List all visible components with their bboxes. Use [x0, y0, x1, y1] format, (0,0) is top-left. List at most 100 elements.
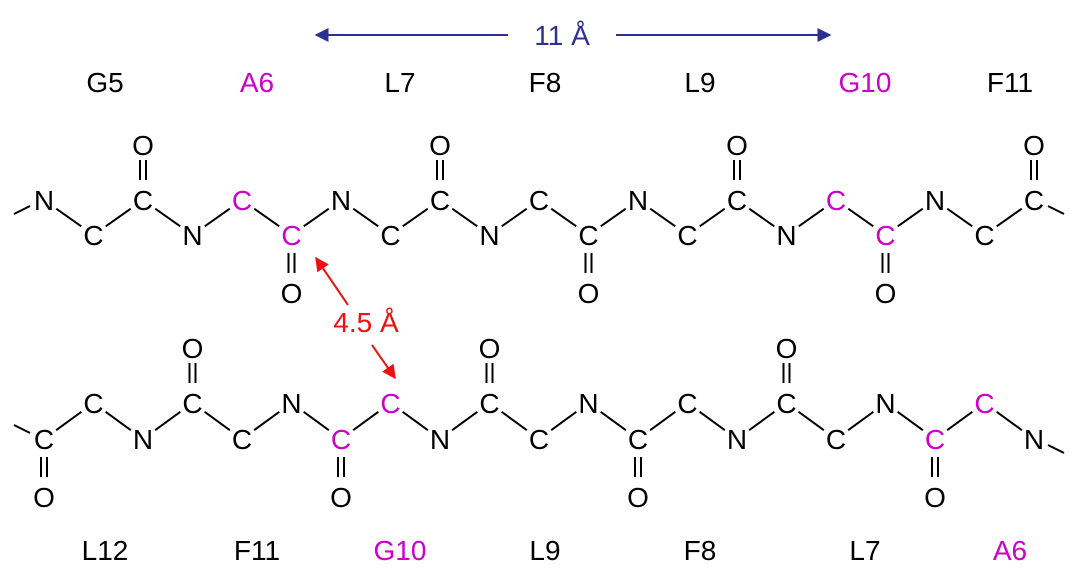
top-residue-label: A6 [240, 67, 274, 98]
top-residue-label: F11 [987, 67, 1033, 98]
backbone-atom: C [83, 388, 103, 419]
backbone-bond [798, 207, 825, 228]
backbone-atom: C [875, 220, 895, 251]
backbone-bond [600, 411, 627, 431]
backbone-atom: N [34, 185, 54, 216]
backbone-atom: C [34, 424, 54, 455]
carbonyl-oxygen: O [1023, 130, 1045, 161]
carbonyl-oxygen: O [875, 278, 897, 309]
carbonyl-oxygen: O [776, 333, 798, 364]
backbone-atom: N [430, 424, 450, 455]
backbone-atom: C [776, 388, 796, 419]
carbonyl-oxygen: O [33, 482, 55, 513]
carbonyl-oxygen: O [924, 482, 946, 513]
backbone-atom: C [974, 388, 994, 419]
backbone-bond [748, 207, 775, 228]
contact-arrow-up [315, 256, 349, 306]
backbone-bond [996, 411, 1023, 431]
backbone-atom: C [925, 424, 945, 455]
backbone-atom: N [578, 388, 598, 419]
backbone-bond [649, 207, 676, 228]
backbone-bond [105, 207, 132, 228]
backbone-bond [1047, 205, 1065, 215]
bottom-residue-label: L12 [82, 535, 129, 566]
backbone-bond [501, 411, 528, 431]
carbonyl-oxygen: O [726, 130, 748, 161]
backbone-atom: C [133, 185, 153, 216]
backbone-bond [946, 411, 973, 431]
backbone-bond [897, 411, 924, 431]
bottom-residue-label: G10 [374, 535, 427, 566]
backbone-bond [402, 207, 429, 228]
backbone-atom: N [628, 185, 648, 216]
backbone-bond [451, 207, 478, 228]
backbone-atom: C [727, 185, 747, 216]
backbone-atom: C [826, 185, 846, 216]
backbone-bond [699, 411, 726, 431]
backbone-bond [13, 205, 31, 215]
backbone-bond [451, 411, 478, 431]
backbone-bond [352, 207, 379, 228]
backbone-atom: C [232, 185, 252, 216]
backbone-bond [649, 411, 676, 431]
backbone-atom: C [83, 220, 103, 251]
backbone-bond [1047, 444, 1065, 454]
backbone-bond [946, 207, 973, 228]
carbonyl-oxygen: O [479, 333, 501, 364]
backbone-atom: C [677, 388, 697, 419]
backbone-bond [55, 207, 82, 228]
backbone-atom: C [232, 424, 252, 455]
backbone-atom: C [380, 220, 400, 251]
backbone-bond [13, 424, 31, 434]
top-residue-label: F8 [529, 67, 562, 98]
backbone-bond [303, 207, 330, 228]
backbone-atom: N [776, 220, 796, 251]
carbonyl-oxygen: O [330, 482, 352, 513]
bottom-residue-label: L7 [849, 535, 880, 566]
carbonyl-oxygen: O [627, 482, 649, 513]
backbone-atom: C [479, 388, 499, 419]
backbone-bond [798, 411, 825, 431]
contact-arrow-down [371, 344, 396, 380]
backbone-bond [253, 207, 280, 228]
backbone-atom: C [430, 185, 450, 216]
backbone-bond [204, 207, 231, 228]
backbone-bond [55, 411, 82, 431]
bottom-residue-label: F8 [684, 535, 717, 566]
backbone-bond [204, 411, 231, 431]
backbone-atom: N [875, 388, 895, 419]
backbone-bond [253, 411, 280, 431]
backbone-bond [303, 411, 330, 431]
backbone-atom: C [578, 220, 598, 251]
backbone-bond [600, 207, 627, 228]
top-residue-label: G5 [86, 67, 123, 98]
backbone-atom: C [826, 424, 846, 455]
backbone-atom: C [529, 185, 549, 216]
backbone-atom: N [133, 424, 153, 455]
backbone-bond [996, 207, 1023, 228]
top-residue-label: G10 [839, 67, 892, 98]
backbone-atom: C [281, 220, 301, 251]
top-residue-label: L7 [384, 67, 415, 98]
carbonyl-oxygen: O [429, 130, 451, 161]
backbone-bond [105, 411, 132, 431]
backbone-bond [897, 207, 924, 228]
backbone-bond [699, 207, 726, 228]
carbonyl-oxygen: O [578, 278, 600, 309]
backbone-atom: N [925, 185, 945, 216]
backbone-atom: C [182, 388, 202, 419]
contact-distance-indicator: 4.5 Å [315, 256, 399, 380]
backbone-atom: C [974, 220, 994, 251]
backbone-bond [748, 411, 775, 431]
backbone-bond [501, 207, 528, 228]
backbone-bond [550, 207, 577, 228]
backbone-bond [352, 411, 379, 431]
top-distance-indicator: 11 Å [314, 20, 832, 51]
backbone-atom: C [529, 424, 549, 455]
contact-distance-label: 4.5 Å [333, 307, 399, 338]
top-distance-label: 11 Å [534, 20, 590, 51]
backbone-bond [154, 411, 181, 431]
